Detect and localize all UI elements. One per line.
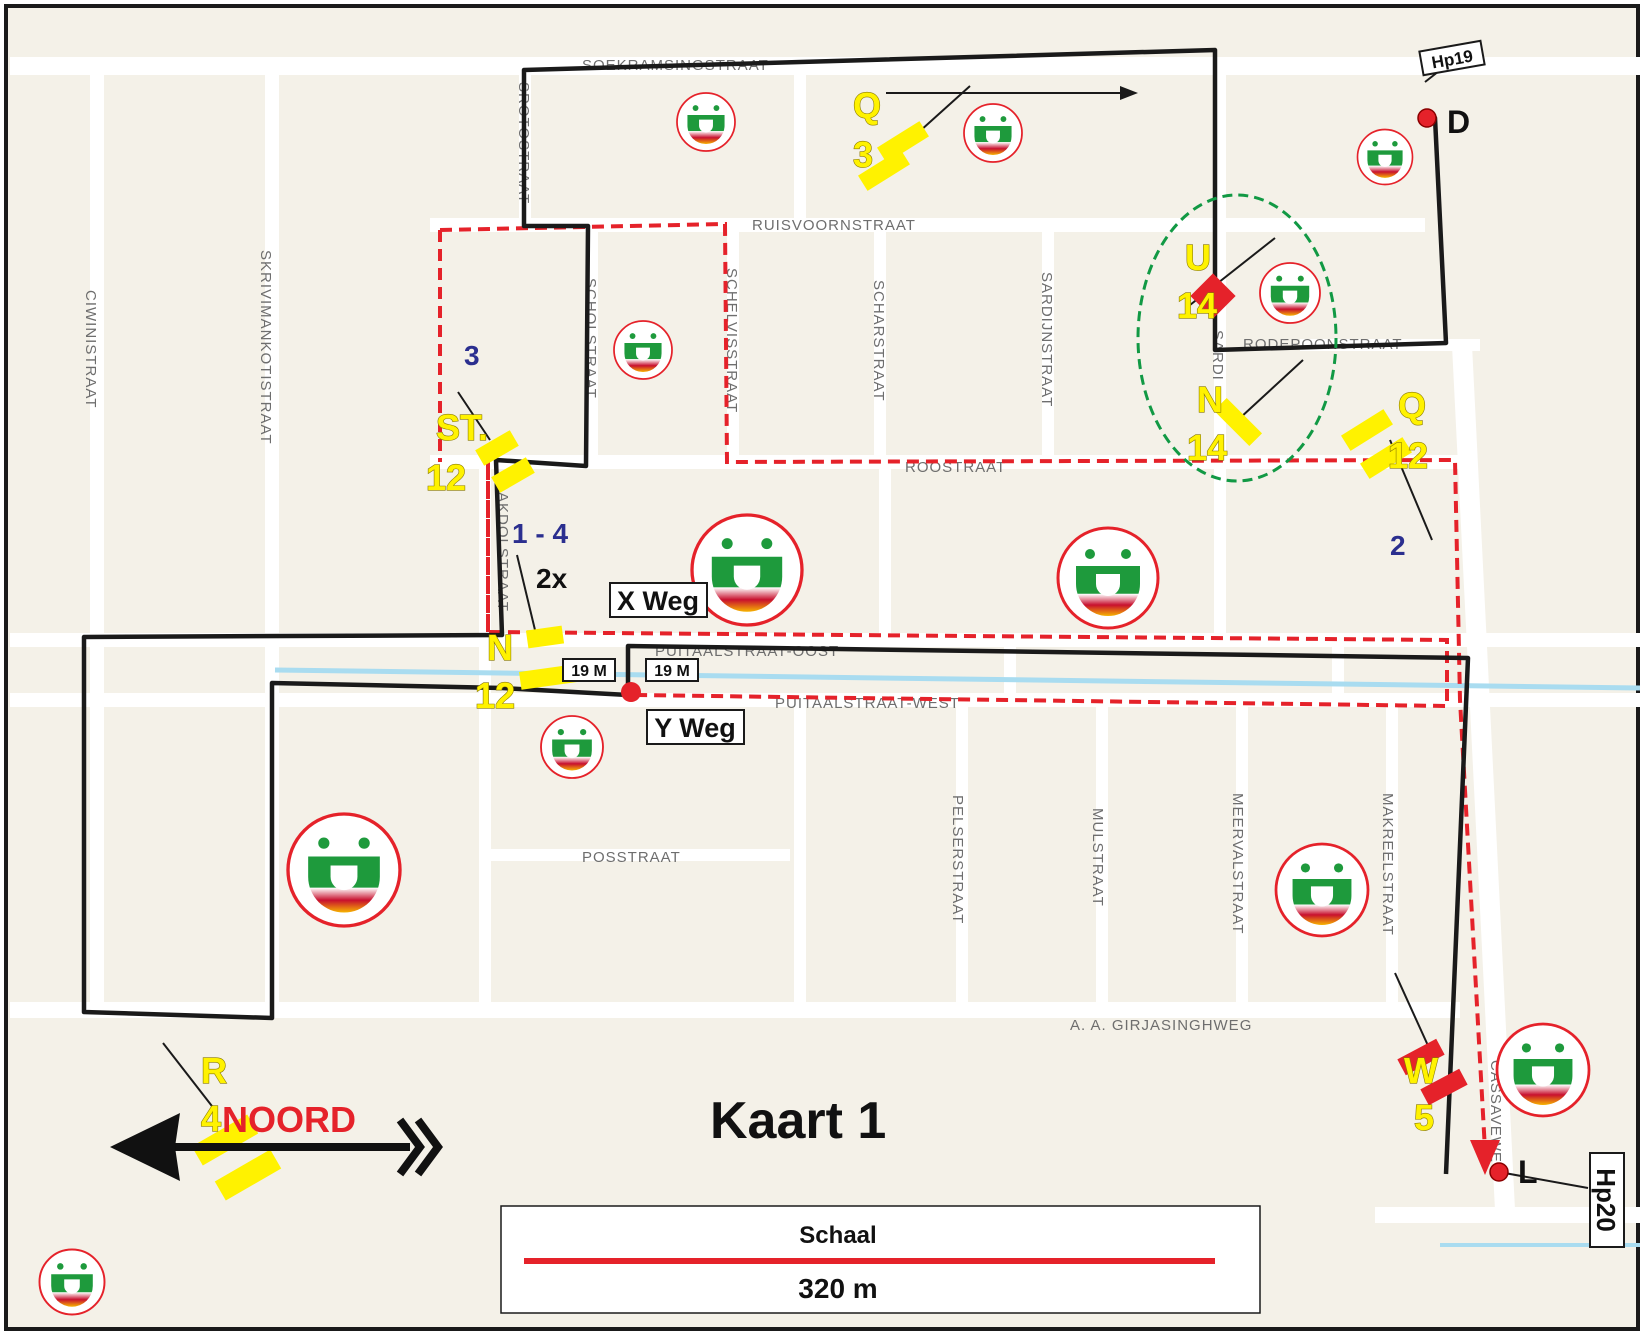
marker-r4-number: 4 bbox=[201, 1098, 221, 1139]
point-y-icon bbox=[621, 682, 641, 702]
marker-u14-letter: U bbox=[1185, 237, 1211, 278]
point-d-icon bbox=[1417, 108, 1437, 128]
box-y-weg bbox=[646, 709, 745, 745]
smiley-icon bbox=[690, 513, 804, 627]
smiley-icon bbox=[1274, 842, 1370, 938]
street-makreelstraat: MAKREELSTRAAT bbox=[1379, 793, 1396, 936]
marker-n14-number: 14 bbox=[1187, 427, 1227, 468]
red-route-arrow bbox=[1470, 1140, 1500, 1175]
marker-q12-letter: Q bbox=[1398, 385, 1426, 426]
note-2x: 2x bbox=[536, 563, 568, 594]
tag-hp20: Hp20 bbox=[1589, 1152, 1625, 1248]
marker-st12-number: 12 bbox=[426, 457, 466, 498]
box-19m-b bbox=[645, 658, 699, 682]
smiley-icon bbox=[676, 92, 736, 152]
street-girjasinghweg: A. A. GIRJASINGHWEG bbox=[1070, 1017, 1252, 1034]
canal bbox=[274, 667, 1641, 691]
street-posstraat: POSSTRAAT bbox=[582, 849, 681, 866]
street-skrivimankotistraat: SKRIVIMANKOTISTRAAT bbox=[257, 250, 274, 445]
marker-n12-letter: N bbox=[487, 627, 513, 668]
tag-hp20-label: Hp20 bbox=[1591, 1168, 1621, 1232]
smiley-icon bbox=[1056, 526, 1160, 630]
map-title: Kaart 1 bbox=[710, 1092, 886, 1150]
north-arrow-icon bbox=[110, 1113, 443, 1181]
marker-w5-number: 5 bbox=[1414, 1097, 1434, 1138]
arrow-head bbox=[1120, 86, 1138, 100]
scale-distance: 320 m bbox=[798, 1273, 877, 1304]
box-19m-a bbox=[562, 658, 616, 682]
smiley-icon bbox=[286, 812, 402, 928]
marker-labels: Q 3 U 14 N 14 Q 12 ST. 12 N 12 W 5 R 4 bbox=[200, 84, 1438, 1139]
marker-n14-letter: N bbox=[1197, 379, 1223, 420]
box-19m-a-label: 19 M bbox=[571, 663, 607, 680]
marker-n12-number: 12 bbox=[475, 675, 515, 716]
note-2: 2 bbox=[1390, 530, 1406, 561]
marker-st12-letter: ST. bbox=[436, 407, 488, 448]
marker-q3-letter: Q bbox=[853, 85, 881, 126]
tag-hp19: Hp19 bbox=[1418, 39, 1486, 77]
box-x-weg-label: X Weg bbox=[617, 586, 699, 616]
scale-label: Schaal bbox=[799, 1222, 876, 1249]
smiley-icon bbox=[613, 320, 673, 380]
point-d-label: D bbox=[1447, 104, 1470, 140]
street-ruisvoornstraat: RUISVOORNSTRAAT bbox=[752, 217, 916, 234]
marker-w5-letter: W bbox=[1404, 1050, 1438, 1091]
smiley-icon bbox=[540, 715, 604, 779]
street-meervalstraat: MEERVALSTRAAT bbox=[1229, 793, 1246, 934]
box-y-weg-label: Y Weg bbox=[654, 713, 736, 743]
point-l-icon bbox=[1489, 1162, 1509, 1182]
point-l-label: L bbox=[1518, 1154, 1538, 1190]
north-label: NOORD bbox=[222, 1099, 356, 1140]
street-mulstraat: MULSTRAAT bbox=[1089, 808, 1106, 907]
highlight-ellipse bbox=[1136, 193, 1338, 483]
marker-q12-number: 12 bbox=[1388, 435, 1428, 476]
smiley-icon bbox=[1259, 262, 1321, 324]
note-3: 3 bbox=[464, 340, 480, 371]
street-sard: SARDI bbox=[1209, 330, 1226, 381]
street-sardijnstraat: SARDIJNSTRAAT bbox=[1038, 272, 1055, 407]
smiley-icon bbox=[1495, 1022, 1591, 1118]
box-x-weg bbox=[609, 582, 708, 618]
marker-r4-letter: R bbox=[201, 1050, 227, 1091]
street-pelserstraat: PELSERSTRAAT bbox=[949, 795, 966, 924]
smiley-icon bbox=[1356, 128, 1414, 186]
box-19m-b-label: 19 M bbox=[654, 663, 690, 680]
smiley-icon bbox=[963, 103, 1023, 163]
street-scharstraat: SCHARSTRAAT bbox=[870, 280, 887, 402]
smiley-icon bbox=[38, 1248, 106, 1316]
marker-q3-number: 3 bbox=[853, 134, 873, 175]
note-1-4: 1 - 4 bbox=[512, 518, 568, 549]
street-ciwinistraat: CIWINISTRAAT bbox=[82, 290, 99, 408]
marker-u14-number: 14 bbox=[1177, 285, 1217, 326]
